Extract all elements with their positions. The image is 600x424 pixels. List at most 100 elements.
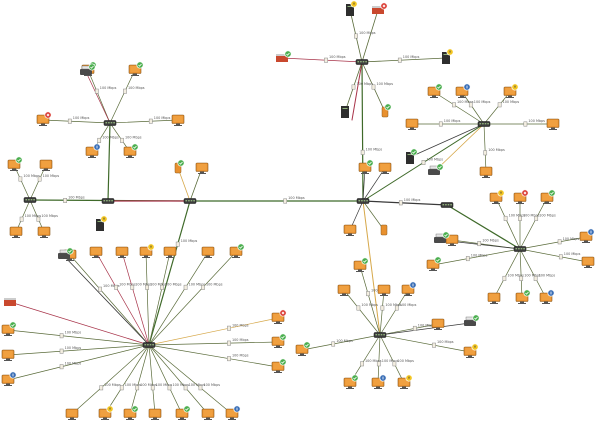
switch-right-star[interactable]: [513, 246, 527, 252]
link-speed-label: 100 Mbps: [189, 383, 206, 387]
port-marker: [392, 361, 397, 367]
computer-node[interactable]: [337, 284, 351, 296]
computer-node[interactable]: [479, 166, 493, 178]
computer-node[interactable]: [65, 408, 79, 420]
computer-node[interactable]: [1, 324, 15, 336]
network-link: [483, 91, 511, 125]
computer-node[interactable]: [148, 408, 162, 420]
computer-node[interactable]: [115, 246, 129, 258]
link-speed-label: 100 Mbps: [397, 359, 414, 363]
core-switch-right[interactable]: [356, 198, 370, 204]
port-marker: [175, 241, 180, 247]
core-switch-left[interactable]: [183, 198, 197, 204]
port-marker: [534, 215, 539, 221]
link-speed-label: 100 Mbps: [563, 237, 580, 241]
check-badge-icon: [384, 103, 392, 111]
port-marker: [354, 33, 358, 39]
computer-node[interactable]: [195, 162, 209, 174]
network-link: [493, 248, 521, 299]
computer-node[interactable]: [9, 226, 23, 238]
computer-node[interactable]: [201, 246, 215, 258]
switch-bottom-left-star[interactable]: [142, 342, 156, 348]
port-marker: [160, 284, 164, 290]
server-node[interactable]: [442, 52, 450, 64]
port-marker: [123, 88, 127, 94]
computer-node[interactable]: [405, 118, 419, 130]
warning-badge-icon: [405, 374, 413, 382]
network-link: [432, 248, 521, 266]
switch-right-upper[interactable]: [477, 121, 491, 127]
switch-left[interactable]: [23, 197, 37, 203]
computer-node[interactable]: [89, 246, 103, 258]
computer-node[interactable]: [343, 224, 357, 236]
port-marker: [183, 385, 188, 391]
link-speed-label: 100 Mbps: [503, 100, 520, 104]
computer-node[interactable]: [515, 292, 529, 304]
network-link: [379, 322, 471, 336]
computer-node[interactable]: [378, 162, 392, 174]
computer-node[interactable]: [37, 226, 51, 238]
switch-upper-left[interactable]: [103, 120, 117, 126]
computer-node[interactable]: [39, 159, 53, 171]
computer-node[interactable]: [431, 318, 445, 330]
computer-node[interactable]: [546, 118, 560, 130]
computer-node[interactable]: [1, 374, 15, 386]
check-badge-icon: [131, 405, 139, 413]
switch-mid-left[interactable]: [101, 198, 115, 204]
link-speed-label: 100 Mbps: [232, 354, 249, 358]
check-badge-icon: [410, 148, 418, 156]
network-link: [148, 344, 183, 415]
port-marker: [360, 149, 365, 155]
network-link: [7, 344, 150, 356]
port-marker: [98, 286, 102, 292]
server-icon: [442, 52, 450, 64]
port-marker: [380, 305, 385, 311]
network-link: [461, 91, 485, 125]
computer-node[interactable]: [7, 159, 21, 171]
computer-node[interactable]: [445, 234, 459, 246]
switch-top-center[interactable]: [355, 59, 369, 65]
link-speed-label: 100 Mbps: [523, 213, 540, 217]
server-node[interactable]: [96, 219, 104, 231]
port-marker: [201, 284, 205, 290]
port-marker: [421, 160, 426, 165]
check-badge-icon: [434, 256, 442, 264]
firewall-node[interactable]: [276, 54, 288, 62]
network-link: [301, 334, 381, 351]
computer-node[interactable]: [171, 114, 185, 126]
firewall-node[interactable]: [4, 298, 16, 306]
computer-node[interactable]: [377, 284, 391, 296]
switch-right-mid[interactable]: [440, 202, 454, 208]
computer-node[interactable]: [1, 349, 15, 361]
computer-node[interactable]: [487, 292, 501, 304]
link-speed-label: 100 Mbps: [528, 119, 545, 123]
link-speed-label: 100 Mbps: [507, 273, 524, 277]
warning-badge-icon: [471, 343, 479, 351]
computer-node[interactable]: [201, 408, 215, 420]
server-node[interactable]: [346, 4, 354, 16]
firewall-node[interactable]: [372, 6, 384, 14]
link-speed-label: 100 Mbps: [418, 323, 435, 327]
computer-node[interactable]: [163, 246, 177, 258]
link-speed-label: 100 Mbps: [135, 282, 152, 286]
network-link: [121, 251, 150, 346]
port-marker: [99, 385, 104, 391]
computer-node[interactable]: [581, 256, 595, 268]
switch-bottom-right-star[interactable]: [373, 332, 387, 338]
printer-icon: [58, 253, 70, 259]
switch-icon: [103, 120, 117, 126]
server-node[interactable]: [406, 152, 414, 164]
port-marker: [351, 84, 356, 90]
link-speed-label: 100 Mbps: [65, 346, 82, 350]
link-speed-label: 100 Mbps: [102, 135, 119, 139]
server-node[interactable]: [341, 106, 349, 118]
port-marker: [198, 385, 203, 391]
port-marker: [518, 215, 522, 221]
server-icon: [341, 106, 349, 118]
phone-node[interactable]: [380, 224, 388, 236]
port-marker: [438, 121, 443, 127]
link-speed-label: 100 Mbps: [25, 214, 42, 218]
link-speed-label: 100 Mbps: [119, 282, 136, 286]
